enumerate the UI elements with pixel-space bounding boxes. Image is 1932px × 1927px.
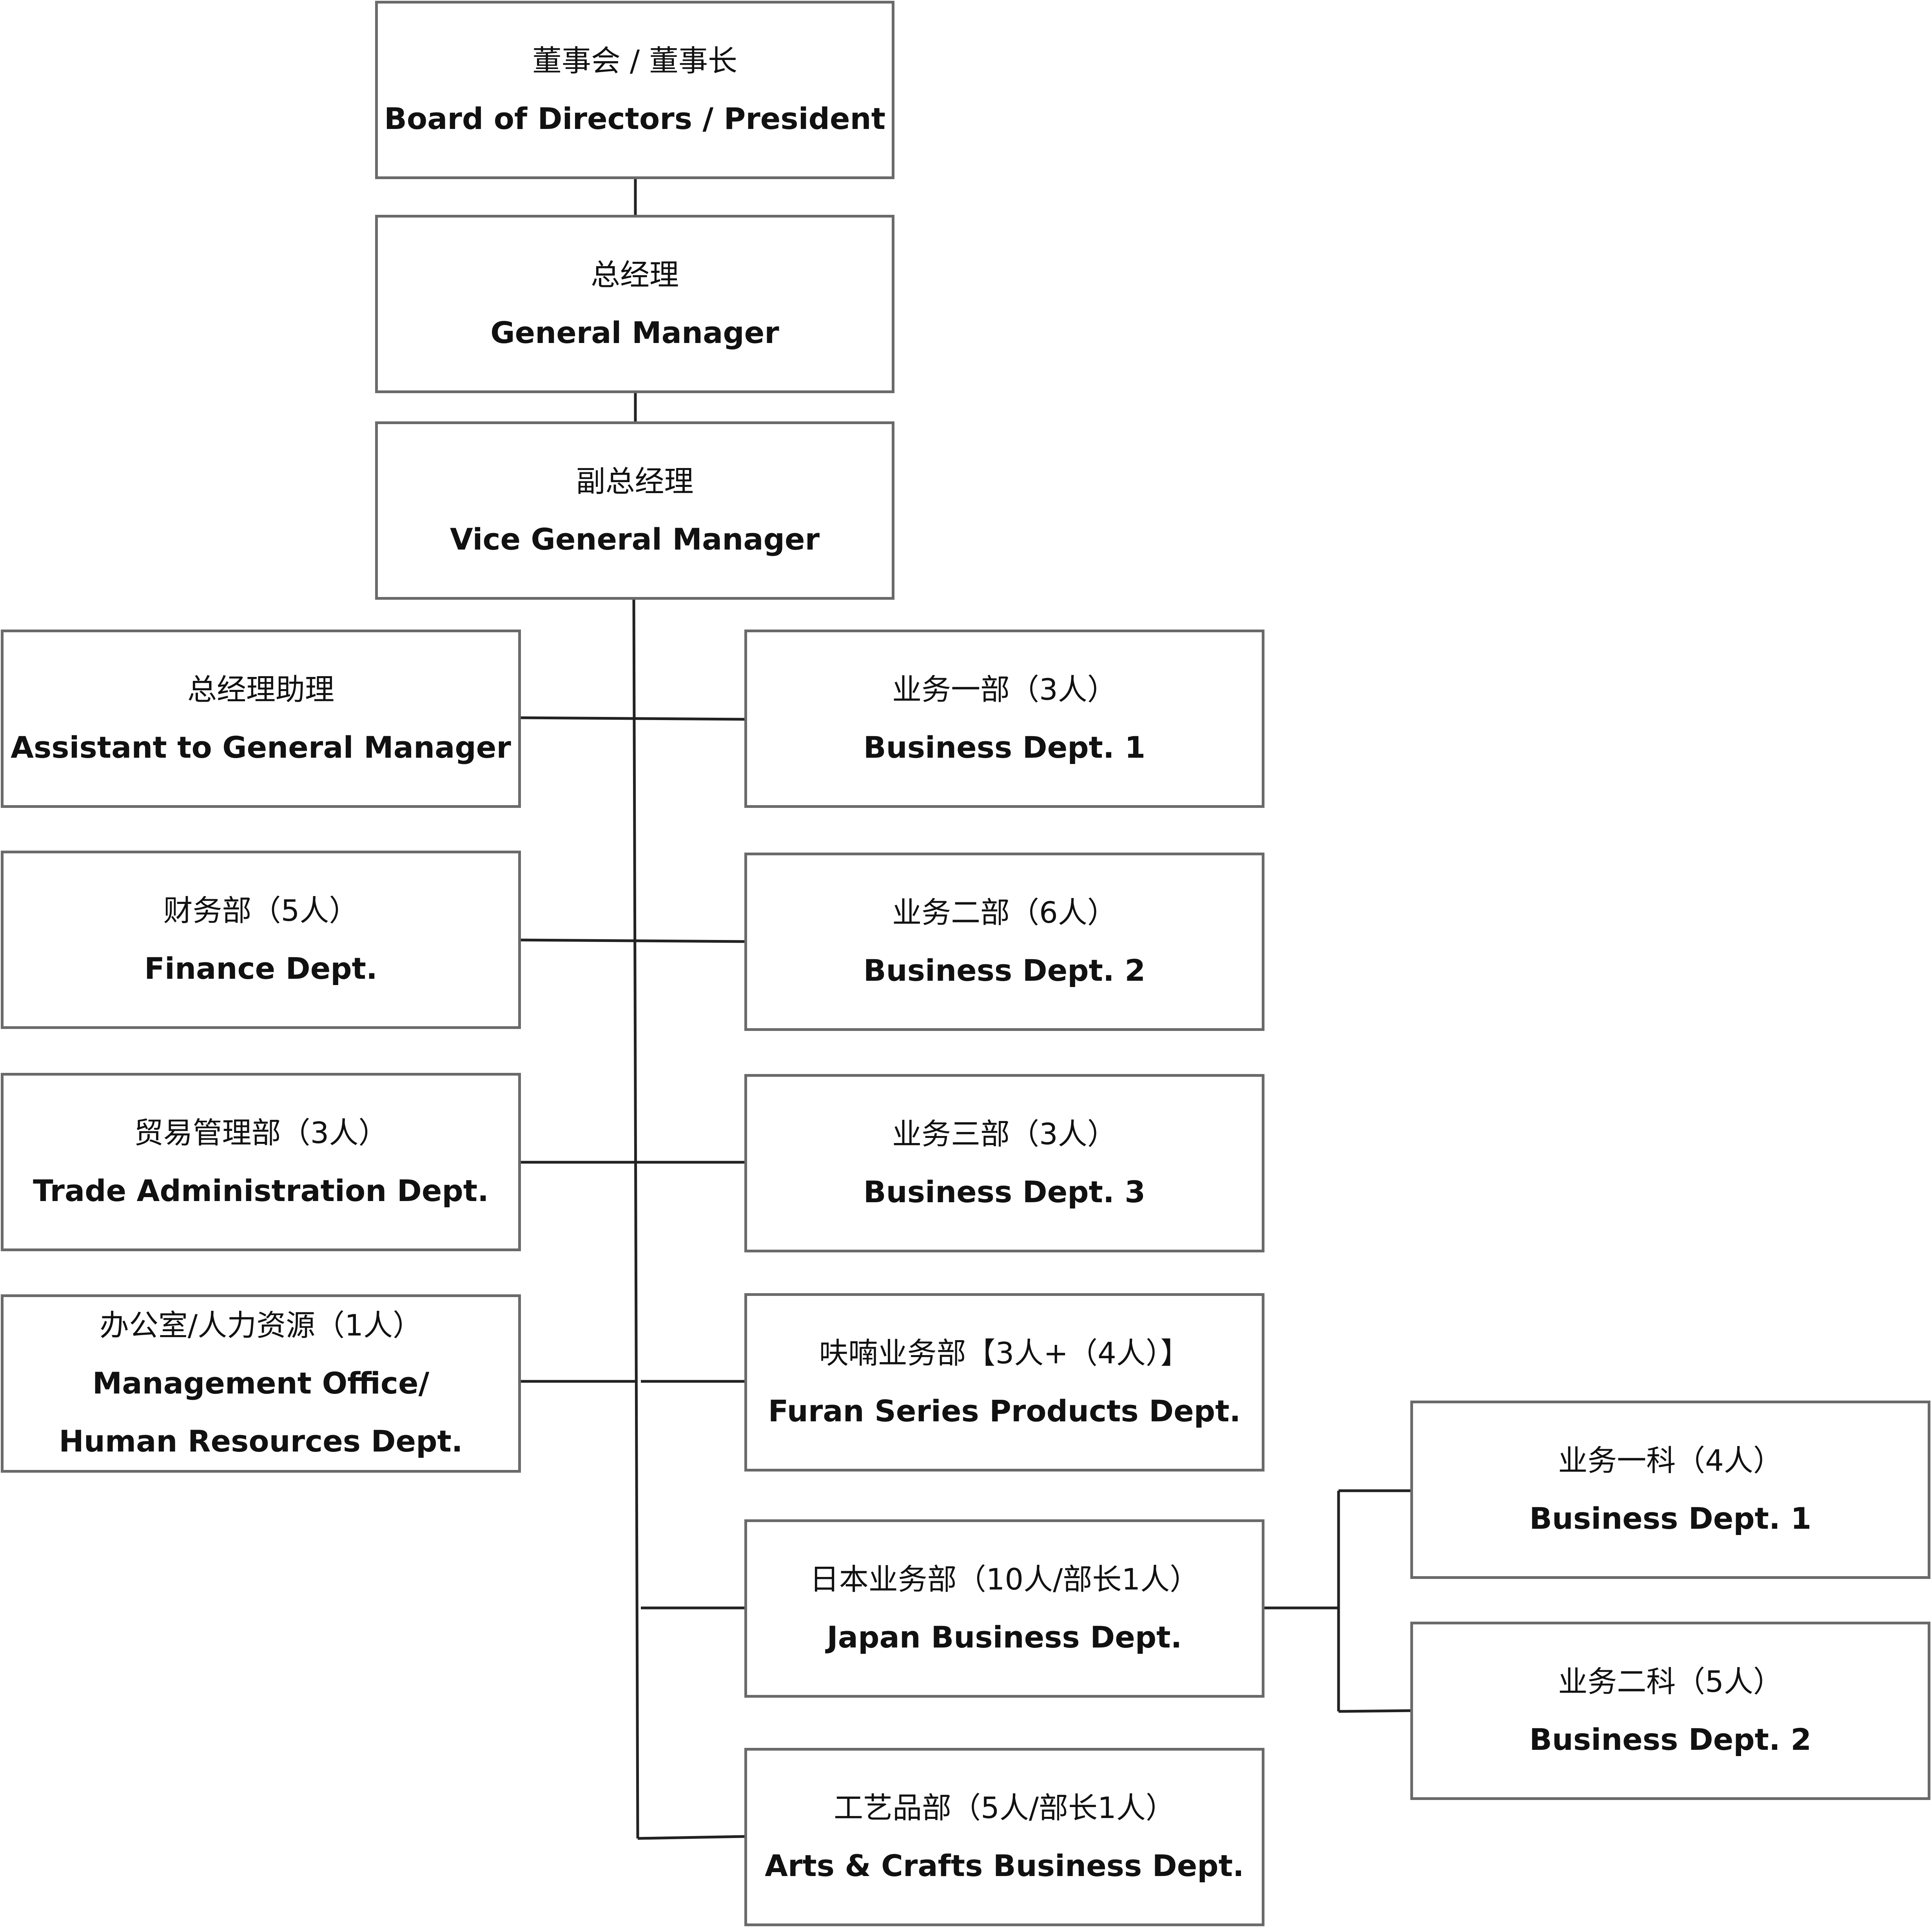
- node-office-en-line2: Human Resources Dept.: [59, 1424, 463, 1459]
- node-assistant-en: Assistant to General Manager: [11, 730, 511, 765]
- edge-assistant: [519, 716, 746, 721]
- node-trade: 贸易管理部（3人） Trade Administration Dept.: [1, 1073, 521, 1251]
- spine-line: [632, 599, 639, 1839]
- node-japan-zh: 日本业务部（10人/部长1人）: [809, 1562, 1199, 1597]
- node-japan-sec2: 业务二科（5人） Business Dept. 2: [1410, 1622, 1930, 1800]
- node-biz1-zh: 业务一部（3人）: [892, 672, 1117, 707]
- node-japan-sec1: 业务一科（4人） Business Dept. 1: [1410, 1401, 1930, 1579]
- node-gm-zh: 总经理: [590, 258, 679, 292]
- node-assistant: 总经理助理 Assistant to General Manager: [1, 630, 521, 808]
- node-biz3-en: Business Dept. 3: [863, 1174, 1146, 1209]
- node-furan-zh: 呋喃业务部【3人+（4人）】: [819, 1336, 1190, 1370]
- edge-finance: [519, 938, 746, 943]
- node-biz2-en: Business Dept. 2: [863, 953, 1146, 988]
- node-vgm-zh: 副总经理: [576, 464, 694, 499]
- edge-arts: [637, 1835, 746, 1840]
- node-japan-sec2-zh: 业务二科（5人）: [1558, 1664, 1783, 1699]
- node-finance-en: Finance Dept.: [144, 951, 377, 986]
- node-office-zh: 办公室/人力资源（1人）: [100, 1308, 422, 1343]
- node-office-en-line1: Management Office/: [92, 1366, 430, 1401]
- node-trade-zh: 贸易管理部（3人）: [134, 1116, 388, 1150]
- node-gm: 总经理 General Manager: [375, 215, 894, 393]
- node-biz1-en: Business Dept. 1: [863, 730, 1146, 765]
- node-japan-sec1-en: Business Dept. 1: [1529, 1501, 1812, 1536]
- node-arts-zh: 工艺品部（5人/部长1人）: [834, 1791, 1175, 1825]
- node-board: 董事会 / 董事长 Board of Directors / President: [375, 1, 894, 179]
- node-assistant-zh: 总经理助理: [187, 672, 334, 707]
- node-biz3-zh: 业务三部（3人）: [892, 1117, 1117, 1151]
- node-finance: 财务部（5人） Finance Dept.: [1, 851, 521, 1029]
- node-office: 办公室/人力资源（1人） Management Office/ Human Re…: [1, 1294, 521, 1473]
- node-furan: 呋喃业务部【3人+（4人）】 Furan Series Products Dep…: [744, 1293, 1264, 1472]
- node-japan-sec1-zh: 业务一科（4人）: [1558, 1443, 1783, 1478]
- node-japan: 日本业务部（10人/部长1人） Japan Business Dept.: [744, 1519, 1264, 1698]
- node-biz2-zh: 业务二部（6人）: [892, 895, 1117, 930]
- node-japan-sec2-en: Business Dept. 2: [1529, 1722, 1812, 1757]
- node-vgm: 副总经理 Vice General Manager: [375, 421, 894, 600]
- node-trade-en: Trade Administration Dept.: [33, 1173, 489, 1208]
- node-board-en: Board of Directors / President: [384, 101, 886, 136]
- node-arts: 工艺品部（5人/部长1人） Arts & Crafts Business Dep…: [744, 1748, 1264, 1926]
- node-finance-zh: 财务部（5人）: [163, 893, 359, 928]
- node-furan-en: Furan Series Products Dept.: [768, 1394, 1241, 1428]
- node-japan-en: Japan Business Dept.: [827, 1620, 1182, 1655]
- node-biz2: 业务二部（6人） Business Dept. 2: [744, 853, 1264, 1031]
- node-gm-en: General Manager: [490, 315, 779, 350]
- node-board-zh: 董事会 / 董事长: [532, 44, 737, 78]
- node-biz1: 业务一部（3人） Business Dept. 1: [744, 630, 1264, 808]
- node-arts-en: Arts & Crafts Business Dept.: [765, 1848, 1244, 1883]
- node-vgm-en: Vice General Manager: [450, 522, 820, 557]
- node-biz3: 业务三部（3人） Business Dept. 3: [744, 1074, 1264, 1252]
